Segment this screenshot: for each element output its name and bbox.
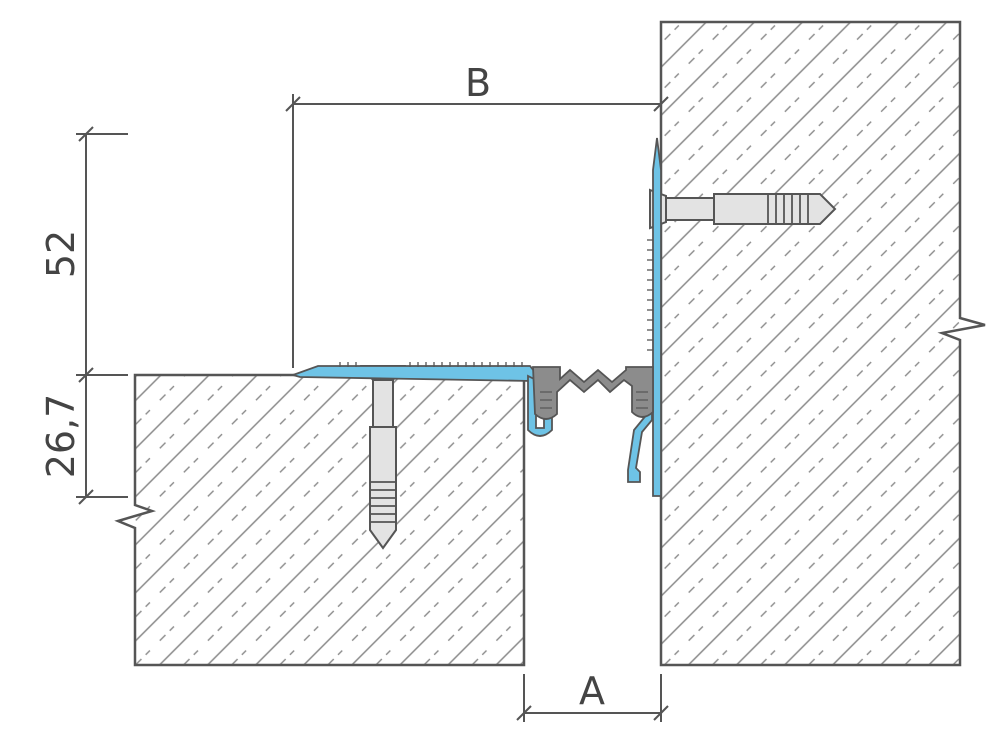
wall-profile <box>627 137 662 497</box>
dimension-b <box>285 94 669 368</box>
rubber-insert <box>532 366 654 420</box>
dimension-label-26-7: 26,7 <box>39 394 83 479</box>
dimension-52 <box>76 126 128 383</box>
right-concrete-wall <box>659 20 986 667</box>
dimension-26-7 <box>76 375 128 505</box>
left-concrete-slab <box>114 373 526 667</box>
dimension-label-52: 52 <box>39 230 83 278</box>
floor-profile <box>290 362 553 437</box>
dimension-label-b: B <box>465 61 491 105</box>
dimension-a <box>516 674 669 722</box>
dimension-label-a: A <box>579 669 605 713</box>
